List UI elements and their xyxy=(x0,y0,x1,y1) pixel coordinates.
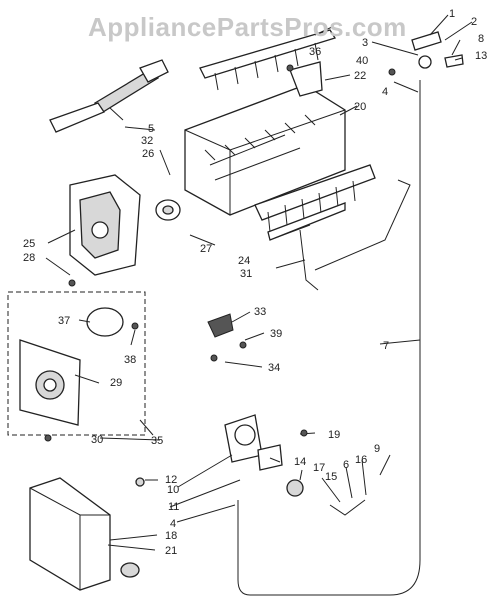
ejector-part xyxy=(199,29,336,91)
switch-module-part xyxy=(19,307,124,426)
motor-part xyxy=(155,199,181,221)
fill-tube-part xyxy=(49,59,169,133)
label-29: 29 xyxy=(110,377,123,389)
label-10: 10 xyxy=(167,484,180,496)
label-16: 16 xyxy=(355,454,368,466)
label-9: 9 xyxy=(374,443,381,455)
label-37: 37 xyxy=(58,315,71,327)
label-18: 18 xyxy=(165,530,178,542)
label-36: 36 xyxy=(309,46,322,58)
tube-fitting-part xyxy=(411,31,464,69)
label-27: 27 xyxy=(200,243,213,255)
label-26: 26 xyxy=(142,148,155,160)
label-28: 28 xyxy=(23,252,36,264)
label-39: 39 xyxy=(270,328,283,340)
label-14: 14 xyxy=(294,456,307,468)
label-40: 40 xyxy=(356,55,369,67)
cover-box-part xyxy=(29,477,140,591)
label-35: 35 xyxy=(151,435,164,447)
shutoff-arm-part xyxy=(299,179,411,291)
label-34: 34 xyxy=(268,362,281,374)
rake-part xyxy=(254,164,376,241)
label-19: 19 xyxy=(328,429,341,441)
label-25: 25 xyxy=(23,238,36,250)
label-5: 5 xyxy=(148,123,155,135)
motor-housing-part xyxy=(69,174,141,276)
label-6: 6 xyxy=(343,459,350,471)
watermark: AppliancePartsPros.com xyxy=(88,12,407,42)
label-4-top: 4 xyxy=(382,86,389,98)
ice-mold-part xyxy=(184,61,346,216)
label-38: 38 xyxy=(124,354,137,366)
bracket-part xyxy=(207,313,234,338)
label-8: 8 xyxy=(478,33,485,45)
label-4-bottom: 4 xyxy=(170,518,177,530)
fasteners xyxy=(44,64,396,487)
label-12: 12 xyxy=(165,474,178,486)
label-21: 21 xyxy=(165,545,178,557)
label-31: 31 xyxy=(240,268,253,280)
label-22: 22 xyxy=(354,70,367,82)
label-2: 2 xyxy=(471,16,478,28)
label-32: 32 xyxy=(141,135,154,147)
label-17: 17 xyxy=(313,462,326,474)
assembly-box xyxy=(7,291,146,436)
label-15: 15 xyxy=(325,471,338,483)
label-30: 30 xyxy=(91,434,104,446)
water-valve-part xyxy=(224,414,366,516)
label-20: 20 xyxy=(354,101,367,113)
water-tube-part xyxy=(237,80,421,596)
label-11: 11 xyxy=(168,501,180,513)
label-33: 33 xyxy=(254,306,267,318)
label-24: 24 xyxy=(238,255,251,267)
leader-lines xyxy=(45,14,473,551)
label-1: 1 xyxy=(449,8,456,20)
label-7: 7 xyxy=(383,340,390,352)
label-13: 13 xyxy=(475,50,488,62)
label-3: 3 xyxy=(362,37,369,49)
